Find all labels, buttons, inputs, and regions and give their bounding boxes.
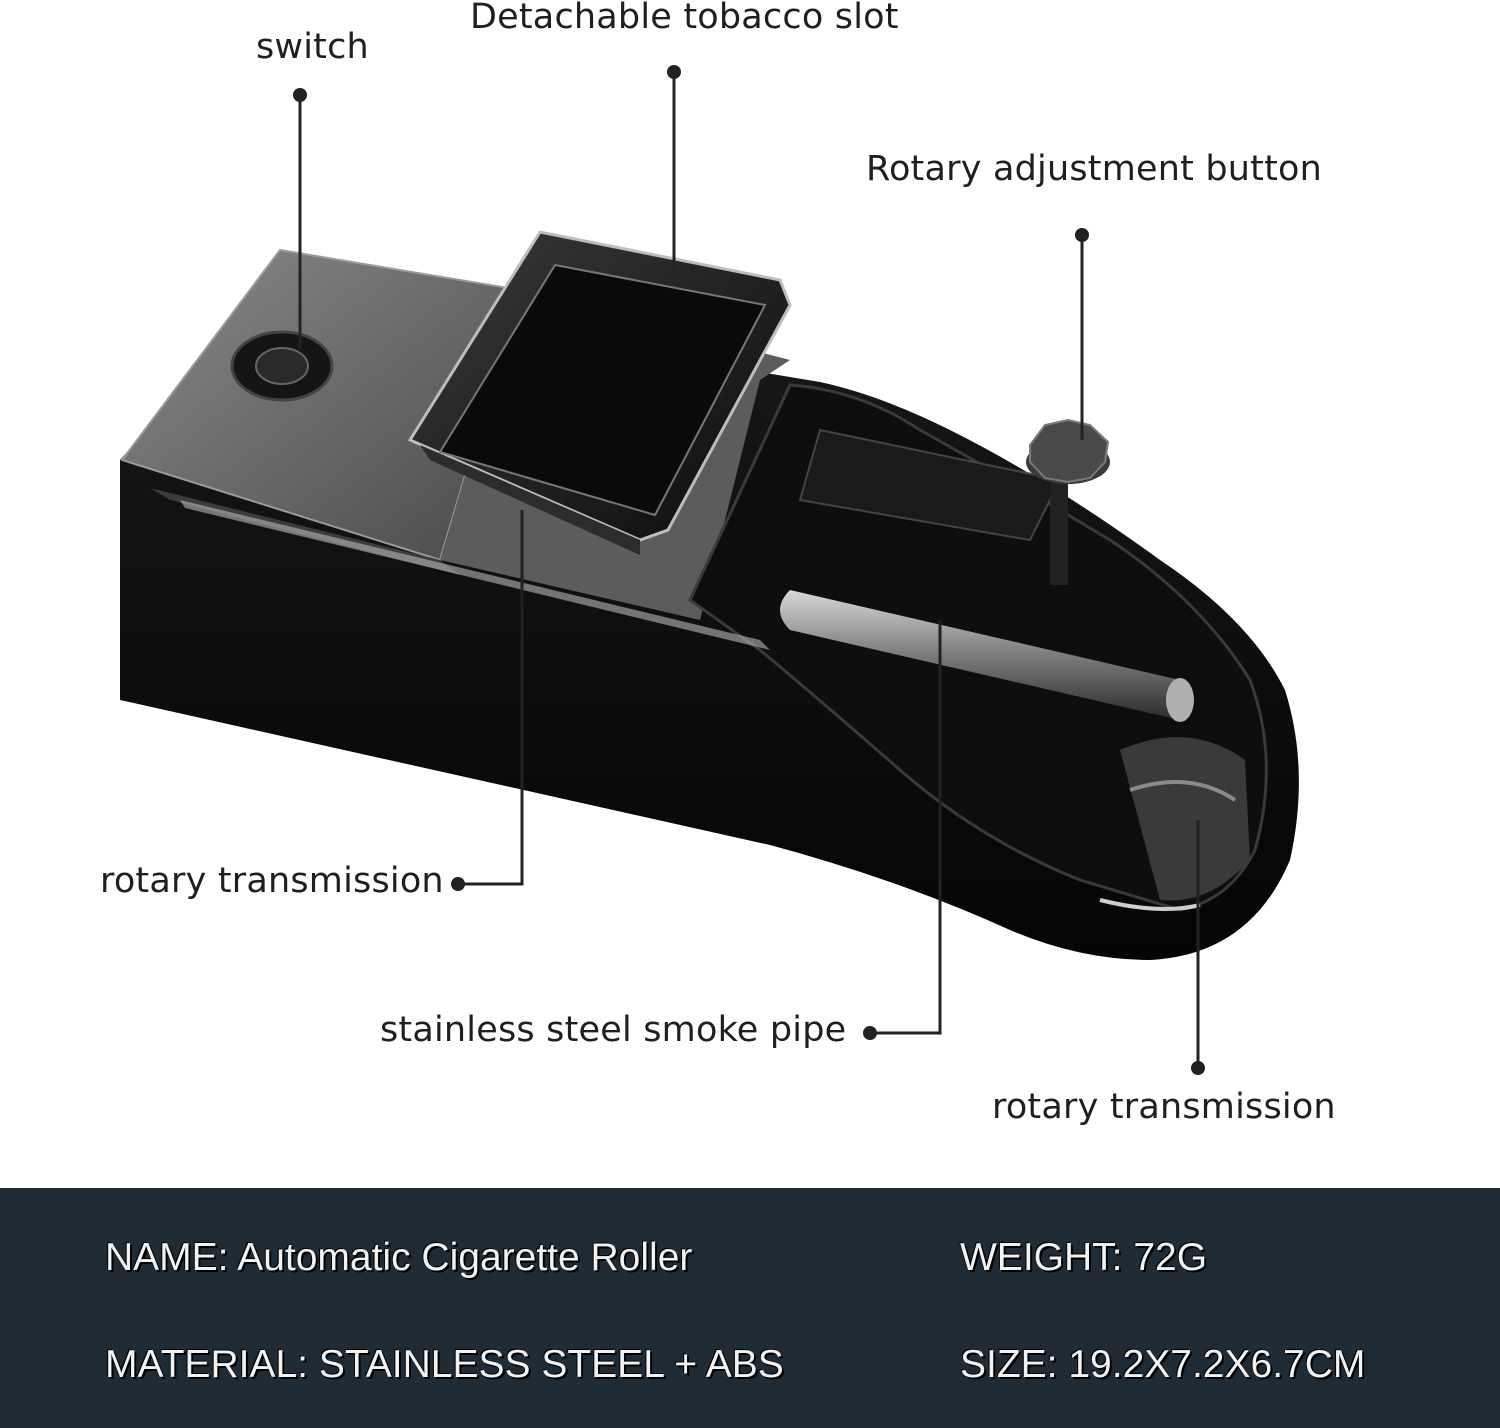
label-rotary-transmission-left: rotary transmission (100, 861, 444, 901)
label-rotary-transmission-right: rotary transmission (992, 1087, 1336, 1127)
product-diagram: switch Detachable tobacco slot Rotary ad… (100, 0, 1336, 1127)
label-tobacco-slot: Detachable tobacco slot (470, 0, 899, 37)
machine-illustration (120, 65, 1299, 1075)
spec-size: SIZE: 19.2X7.2X6.7CM (960, 1343, 1366, 1386)
spec-band: NAME: Automatic Cigarette Roller WEIGHT:… (0, 1188, 1500, 1428)
smoke-pipe (780, 590, 1193, 720)
spec-weight: WEIGHT: 72G (960, 1236, 1208, 1279)
leader-lines (298, 72, 1200, 1068)
leader-dots (293, 65, 1205, 1075)
spec-name: NAME: Automatic Cigarette Roller (105, 1236, 693, 1279)
label-rotary-button: Rotary adjustment button (866, 149, 1322, 189)
rotary-knob (1026, 418, 1110, 585)
spec-material: MATERIAL: STAINLESS STEEL + ABS (105, 1343, 784, 1386)
label-switch: switch (256, 27, 369, 67)
label-smoke-pipe: stainless steel smoke pipe (380, 1010, 847, 1050)
